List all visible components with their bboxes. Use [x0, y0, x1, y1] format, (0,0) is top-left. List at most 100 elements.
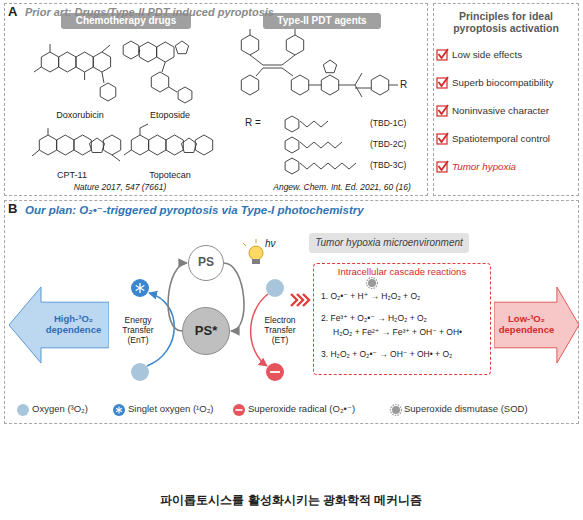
- ring-bond: [131, 135, 148, 155]
- node-text: PS*: [195, 324, 217, 339]
- bond: [102, 45, 110, 52]
- bond: [339, 85, 355, 86]
- bond: [169, 87, 177, 92]
- bond: [263, 68, 282, 69]
- bond: [309, 85, 321, 86]
- label: Tumor hypoxia: [452, 161, 576, 172]
- ring-bond: [181, 138, 196, 153]
- bond: [355, 85, 362, 97]
- node-text: High-³O₂ dependence: [41, 314, 106, 336]
- label: Superb biocompatibility: [452, 77, 576, 88]
- panel-heading: B: [8, 202, 17, 217]
- dependence-arrow: Low-³O₂ dependence: [494, 287, 579, 363]
- panel-frame: APrior art: Drugs/Type-II PDT induced py…: [4, 3, 428, 196]
- bond: [50, 44, 51, 52]
- checkmark: [439, 49, 449, 58]
- ring-bond: [178, 87, 192, 103]
- panel-heading: Principles for ideal pyroptosis activati…: [438, 10, 574, 34]
- legend-swatch: [112, 403, 126, 417]
- ring-bond: [195, 135, 212, 155]
- dependence-arrow: High-³O₂ dependence: [9, 287, 109, 363]
- ring-bond: [285, 137, 299, 153]
- bond: [250, 29, 251, 35]
- legend-swatch: [233, 404, 245, 416]
- label: (TBD-2C): [370, 140, 406, 150]
- label: (TBD-3C): [370, 161, 406, 171]
- ring-bond: [241, 75, 258, 95]
- checkmark: [439, 105, 449, 114]
- node-text: Chemotherapy drugs: [76, 15, 177, 27]
- ring-bond: [89, 138, 104, 153]
- context-tab: Tumor hypoxia microenvironment: [309, 233, 469, 253]
- chevrons: [291, 294, 309, 306]
- ring-bond: [285, 158, 299, 174]
- asterisk-mark: [116, 407, 122, 414]
- ring-bond: [241, 35, 258, 55]
- ring-bond: [323, 60, 336, 73]
- node-text: 2. Fe³⁺ + O₂•⁻ → H₂O₂ + O₂: [321, 314, 427, 324]
- panel-heading: Intracellular cascade reactions: [314, 267, 490, 278]
- bond: [124, 150, 131, 155]
- ring-bond: [175, 41, 188, 54]
- bond: [389, 85, 398, 86]
- ring-bond: [149, 135, 166, 155]
- label: CPT-11: [42, 170, 102, 180]
- label: (TBD-1C): [370, 119, 406, 129]
- arrow-body: [494, 287, 579, 363]
- label: Spatiotemporal control: [452, 133, 576, 144]
- checkbox: [437, 78, 447, 88]
- legend-text: Singlet oxygen (¹O₂): [128, 404, 214, 415]
- bond: [48, 128, 49, 135]
- legend-swatch: [113, 404, 125, 416]
- label: Low side effects: [452, 49, 576, 60]
- label: Noninvasive character: [452, 105, 576, 116]
- ring-bond: [166, 135, 183, 155]
- checkmark: [439, 161, 449, 170]
- ring-bond: [76, 52, 93, 72]
- bond: [32, 150, 39, 156]
- arrow-body: [9, 287, 109, 363]
- checkmark: [439, 77, 449, 86]
- label: Etoposide: [135, 110, 205, 120]
- chemical-structures: [32, 29, 398, 174]
- bond: [355, 88, 371, 89]
- ring-bond: [103, 135, 120, 155]
- node-text: PS: [198, 256, 214, 270]
- minus-mark: [236, 409, 243, 411]
- bond: [140, 128, 141, 135]
- node-text: Type-II PDT agents: [277, 15, 366, 27]
- ring-bond: [321, 75, 338, 95]
- bond: [282, 55, 295, 65]
- oxygen-circles: [131, 279, 284, 381]
- panel-heading: A: [8, 5, 17, 20]
- label: Energy Transfer (EnT): [115, 316, 161, 345]
- bond: [84, 72, 85, 80]
- legend-text: Superoxide dismutase (SOD): [404, 404, 528, 415]
- checkbox: [437, 106, 447, 116]
- section-tab: Chemotherapy drugs: [61, 13, 191, 29]
- ring-bond: [139, 42, 156, 62]
- ring-bond: [93, 52, 110, 72]
- ring-bond: [74, 135, 91, 155]
- chain-bond: [300, 163, 356, 169]
- bond: [263, 65, 282, 66]
- node-text: 3. H₂O₂ + O₂•⁻ → OH⁻ + OH• + O₂: [321, 350, 452, 360]
- checkmark: [439, 133, 449, 142]
- label: Topotecan: [135, 170, 205, 180]
- ring-bond: [285, 116, 299, 132]
- node-text: 1. O₂•⁻ + H⁺ → H₂O₂ + O₂: [321, 292, 420, 302]
- label: R =: [245, 117, 261, 129]
- excited-ps-circle: PS*: [182, 307, 230, 355]
- node-text: H₂O₂ + Fe²⁺ → Fe³⁺ + OH⁻ + OH•: [333, 328, 462, 338]
- ring-bond: [100, 83, 116, 101]
- bond: [355, 73, 362, 85]
- ring-bond: [157, 42, 174, 62]
- bond: [162, 62, 165, 72]
- bond: [295, 29, 296, 35]
- chain-bond: [300, 121, 328, 127]
- label: hν: [265, 238, 276, 250]
- legend-text: Oxygen (³O₂): [32, 404, 88, 415]
- bond: [140, 124, 148, 128]
- ring-bond: [291, 75, 308, 95]
- section-tab: Type-II PDT agents: [263, 13, 381, 29]
